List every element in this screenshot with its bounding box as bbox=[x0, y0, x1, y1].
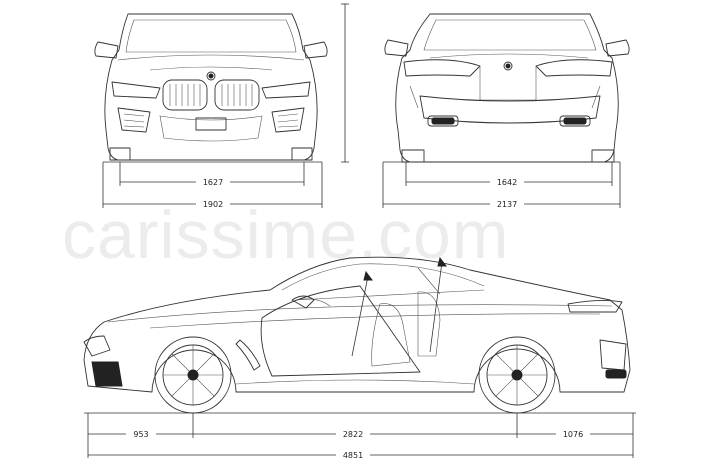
front-track-label: 1627 bbox=[203, 178, 223, 187]
watermark-text: carissime.com bbox=[62, 197, 510, 273]
front-width-label: 1902 bbox=[203, 200, 223, 209]
front-track-dimension: 1627 bbox=[119, 162, 305, 187]
overall-length-dimension: 4851 bbox=[88, 450, 633, 460]
rear-width-label: 2137 bbox=[497, 200, 517, 209]
wheelbase-label: 2822 bbox=[343, 430, 363, 439]
rear-track-dimension: 1642 bbox=[405, 162, 613, 187]
rear-track-label: 1642 bbox=[497, 178, 517, 187]
side-view bbox=[83, 256, 631, 393]
front-view bbox=[94, 13, 328, 161]
front-overhang-dimension: 953 bbox=[88, 429, 193, 439]
wheelbase-dimension: 2822 bbox=[193, 429, 517, 439]
rear-view bbox=[384, 13, 630, 163]
rear-overhang-label: 1076 bbox=[563, 430, 583, 439]
rear-wheel bbox=[478, 336, 556, 414]
front-width-dimension: 1902 bbox=[102, 162, 323, 209]
front-wheel bbox=[154, 336, 232, 414]
rear-overhang-dimension: 1076 bbox=[517, 429, 633, 439]
front-overhang-label: 953 bbox=[133, 430, 148, 439]
rear-width-dimension: 2137 bbox=[382, 162, 621, 209]
overall-length-label: 4851 bbox=[343, 451, 363, 460]
